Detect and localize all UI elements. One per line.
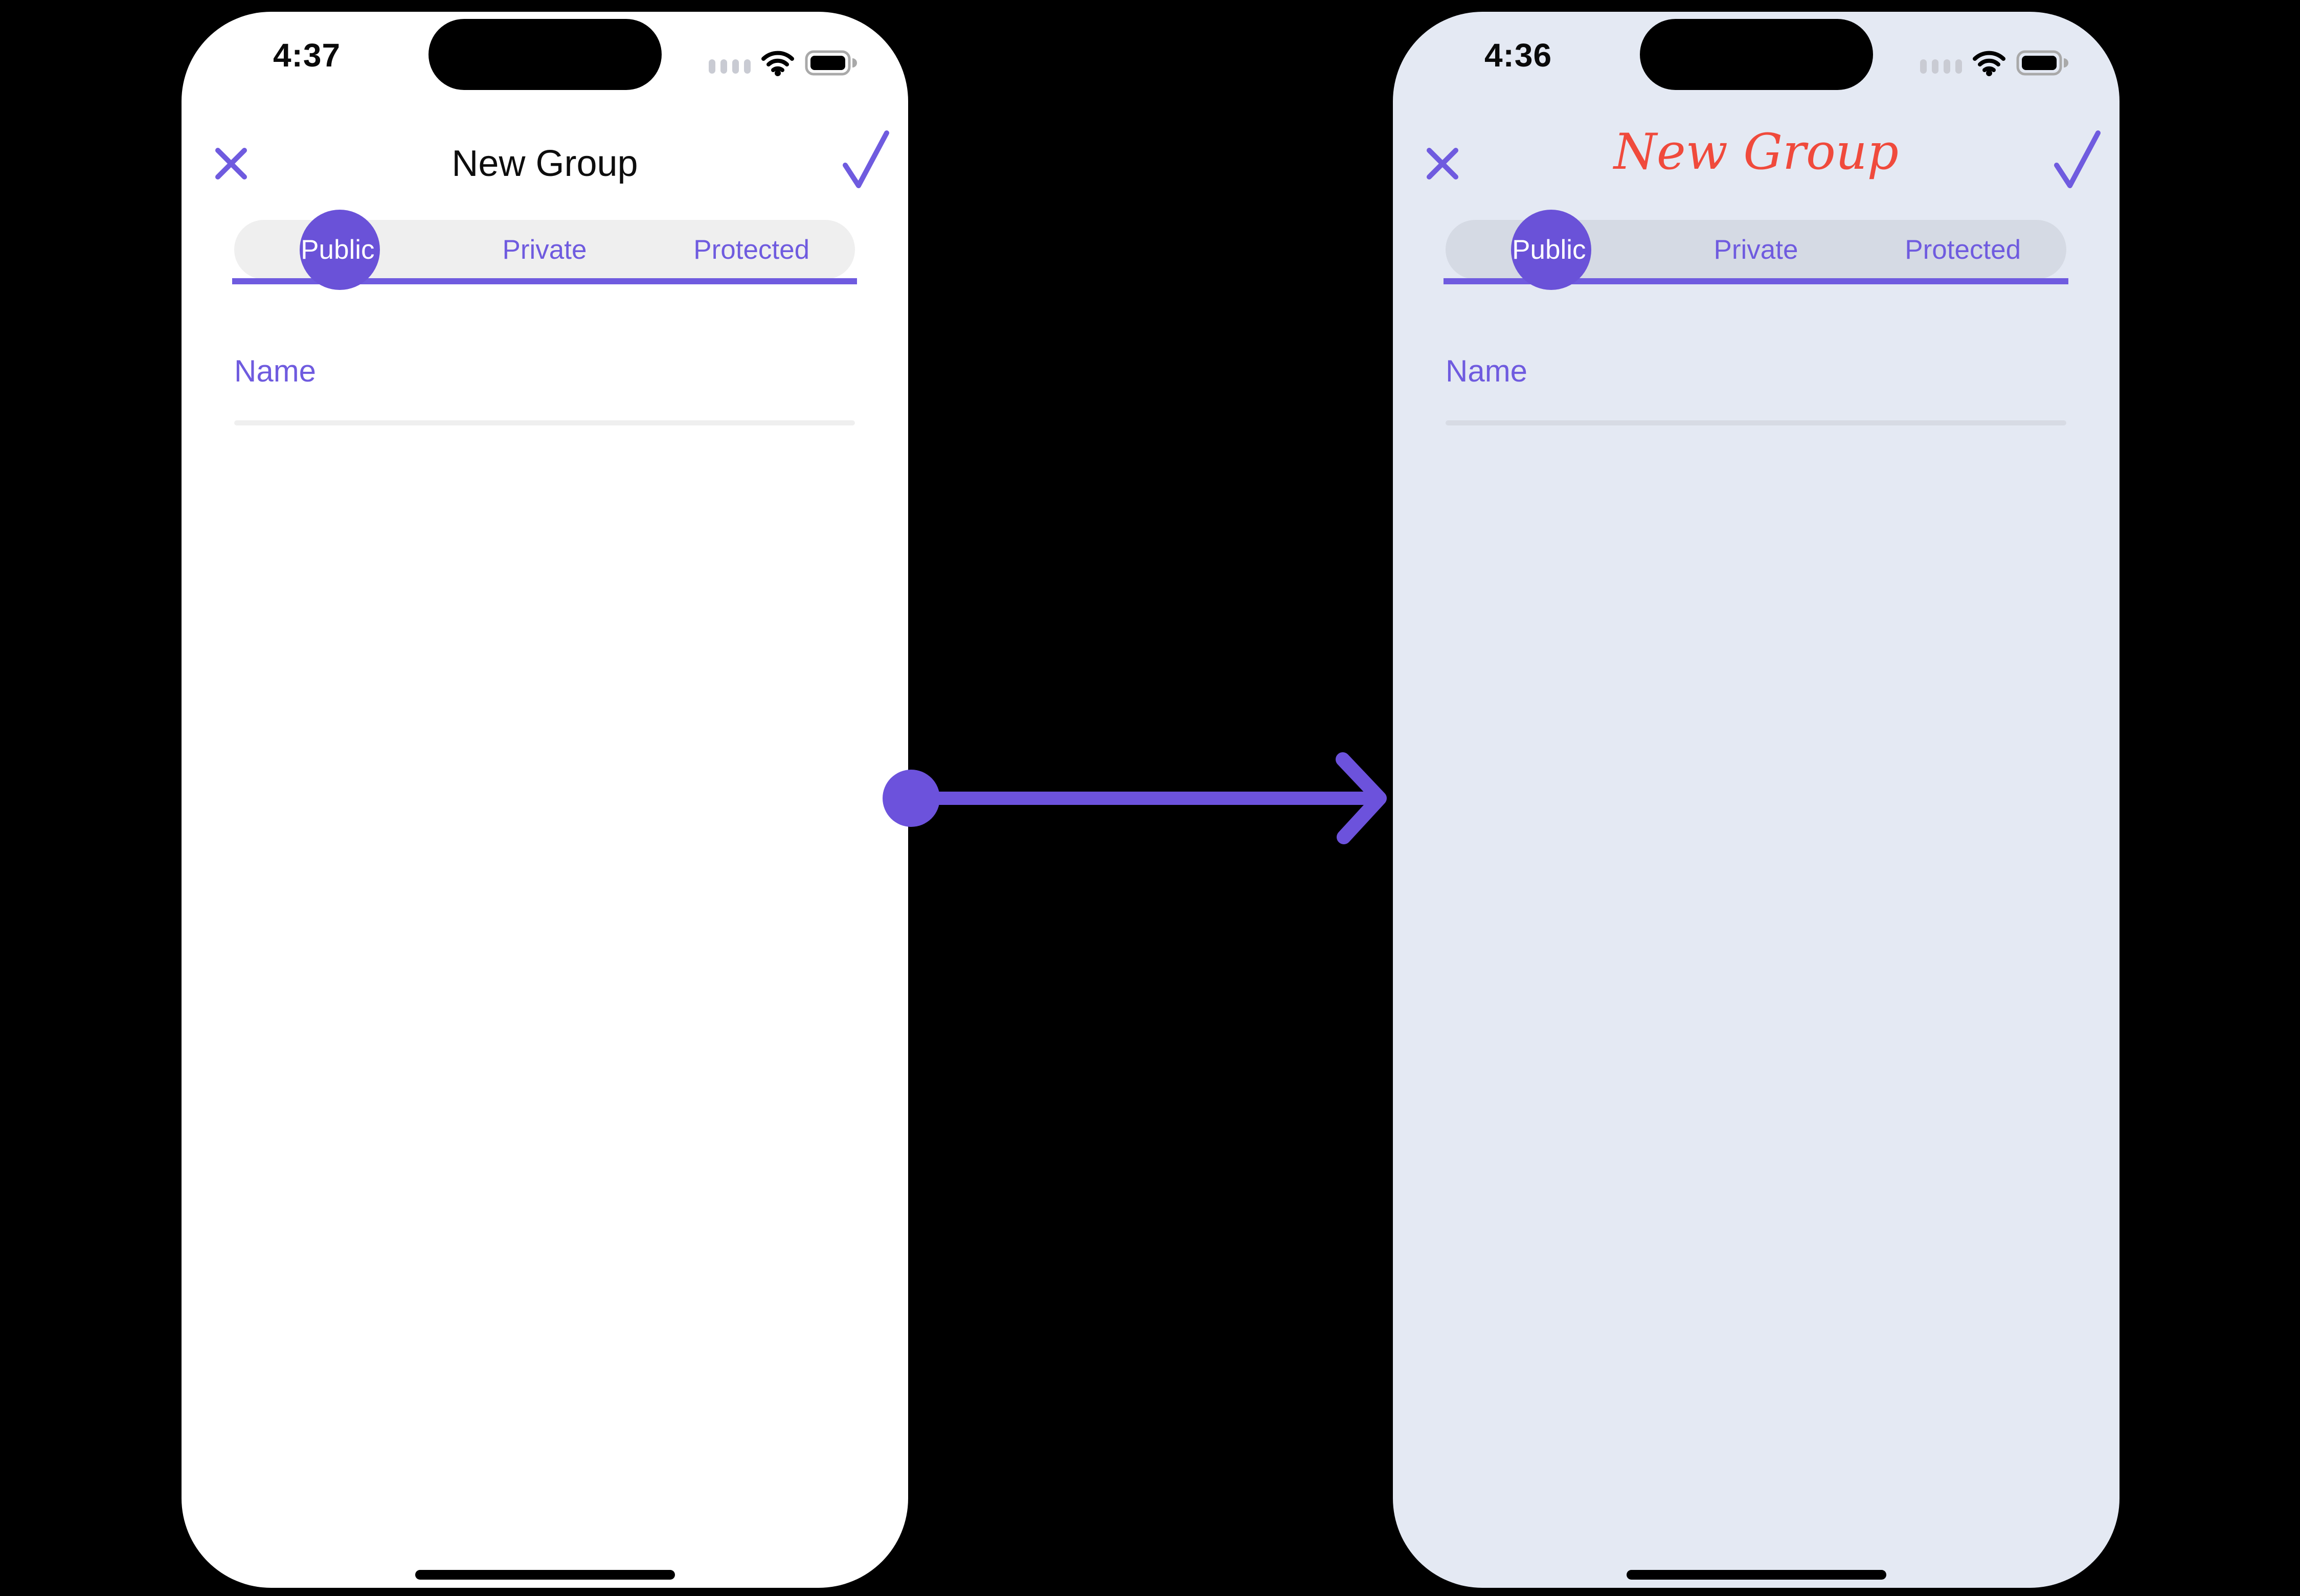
tab-public[interactable]: Public (1512, 234, 1586, 265)
status-icons (709, 42, 858, 83)
name-field-underline (234, 420, 855, 425)
check-icon[interactable] (842, 129, 890, 190)
dynamic-island (428, 19, 662, 90)
close-icon[interactable] (214, 147, 248, 181)
status-icons (1920, 42, 2069, 83)
cellular-dots-icon (709, 59, 751, 74)
phone-after: 4:36 New Group Public Private Protected (1393, 12, 2119, 1588)
home-indicator[interactable] (1626, 1570, 1886, 1580)
tab-public[interactable]: Public (301, 234, 375, 265)
battery-icon (2016, 50, 2068, 76)
home-indicator[interactable] (415, 1570, 675, 1580)
segmented-underline (1444, 278, 2068, 284)
tab-protected[interactable]: Protected (1905, 234, 2021, 265)
cellular-dots-icon (1920, 59, 1962, 74)
tab-private[interactable]: Private (1713, 234, 1798, 265)
tab-protected[interactable]: Protected (693, 234, 810, 265)
wifi-icon (1973, 51, 2005, 76)
name-field[interactable] (1446, 353, 2008, 389)
dynamic-island (1639, 19, 1873, 90)
selected-tab-indicator (1511, 210, 1591, 290)
page-title: New Group (1613, 123, 1899, 181)
segmented-underline (232, 278, 857, 284)
page-title: New Group (452, 143, 638, 184)
name-field-underline (1446, 420, 2066, 425)
transition-arrow (864, 735, 1416, 865)
group-type-segmented-control: Public Private Protected (232, 210, 857, 290)
name-field[interactable] (234, 353, 797, 389)
group-type-segmented-control: Public Private Protected (1444, 210, 2068, 290)
check-icon[interactable] (2053, 129, 2101, 190)
wifi-icon (761, 51, 794, 76)
battery-icon (805, 50, 857, 76)
selected-tab-indicator (300, 210, 380, 290)
phone-before: 4:37 New Group Public Private Protected (182, 12, 908, 1588)
status-time: 4:37 (273, 37, 341, 74)
close-icon[interactable] (1426, 147, 1459, 181)
tab-private[interactable]: Private (502, 234, 587, 265)
status-time: 4:36 (1484, 37, 1552, 74)
